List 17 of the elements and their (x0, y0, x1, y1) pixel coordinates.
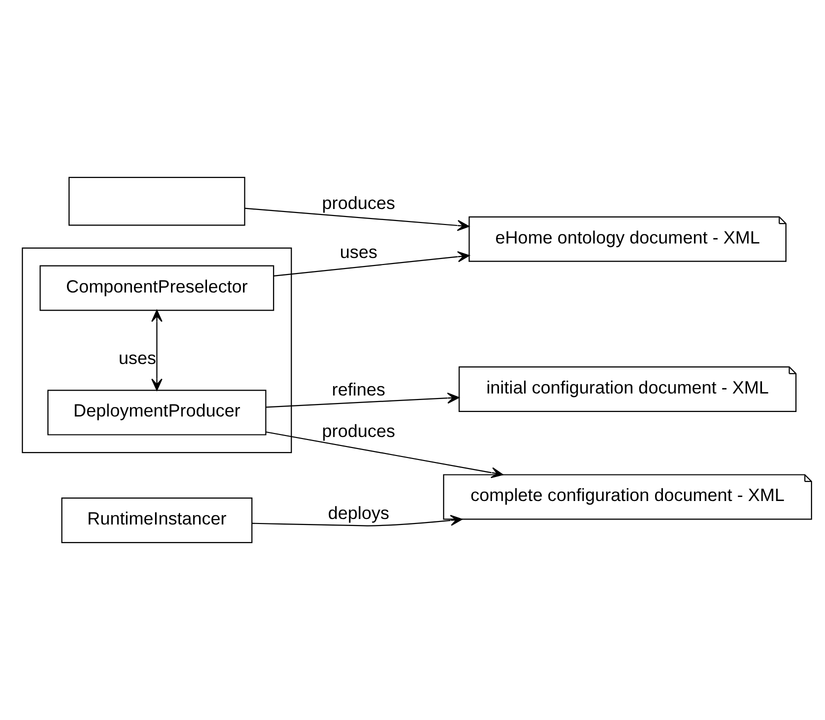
node-box: ComponentPreselector (40, 265, 274, 311)
arrow (266, 392, 460, 408)
edge-label: deploys (328, 502, 390, 523)
edge-label: uses (340, 242, 378, 262)
arrow (274, 251, 470, 276)
arrow (151, 310, 162, 391)
edge-label: uses (118, 348, 156, 368)
cluster (22, 247, 292, 454)
arrow (266, 431, 504, 478)
arrow (252, 514, 462, 526)
edge-label: refines (332, 380, 386, 400)
edge-label: produces (322, 420, 396, 441)
node-box: RuntimeInstancer (61, 498, 252, 544)
node-box: DeploymentProducer (47, 390, 266, 436)
arrow (244, 208, 470, 232)
node-box (68, 176, 246, 226)
edge-label: produces (322, 192, 396, 213)
